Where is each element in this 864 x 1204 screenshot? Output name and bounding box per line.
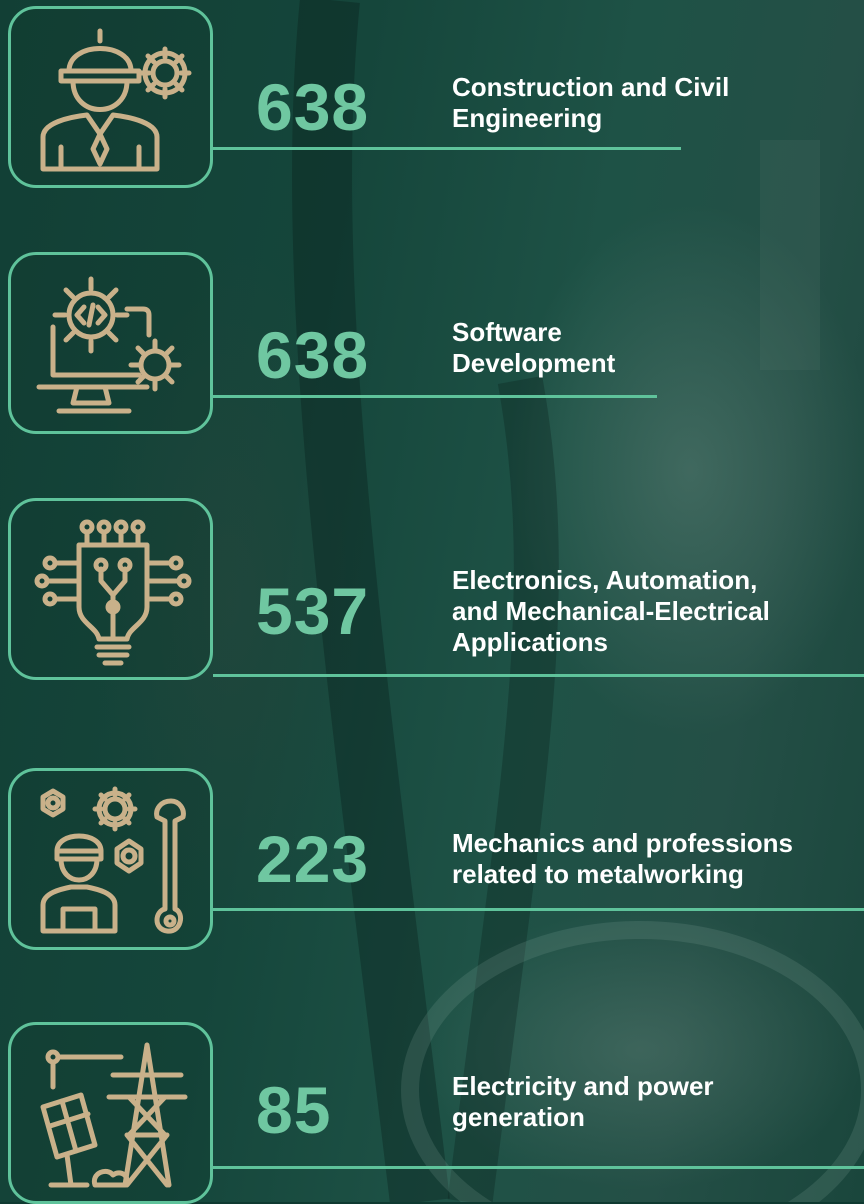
power-tower-solar-icon	[40, 1042, 188, 1188]
divider-line	[213, 1166, 864, 1169]
icon-box	[8, 1022, 213, 1204]
stat-label: Electricity and power generation	[452, 1071, 714, 1132]
divider-line	[213, 395, 657, 398]
icon-box	[8, 252, 213, 434]
icon-box	[8, 6, 213, 188]
stat-label: Mechanics and professions related to met…	[452, 828, 793, 889]
divider-line	[213, 908, 864, 911]
stat-label: Software Development	[452, 317, 616, 378]
icon-box	[8, 498, 213, 680]
engineer-with-gear-icon	[40, 28, 192, 172]
stat-number: 638	[256, 318, 370, 392]
computer-code-gear-icon	[36, 276, 182, 414]
circuit-lightbulb-icon	[34, 519, 192, 666]
divider-line	[213, 147, 681, 150]
mechanic-wrench-icon	[40, 786, 186, 934]
stat-number: 638	[256, 70, 370, 144]
stat-number: 537	[256, 574, 370, 648]
stat-label: Construction and Civil Engineering	[452, 72, 730, 133]
stat-label: Electronics, Automation, and Mechanical-…	[452, 565, 770, 657]
icon-box	[8, 768, 213, 950]
stat-number: 223	[256, 822, 370, 896]
divider-line	[213, 674, 864, 677]
stat-number: 85	[256, 1073, 332, 1147]
